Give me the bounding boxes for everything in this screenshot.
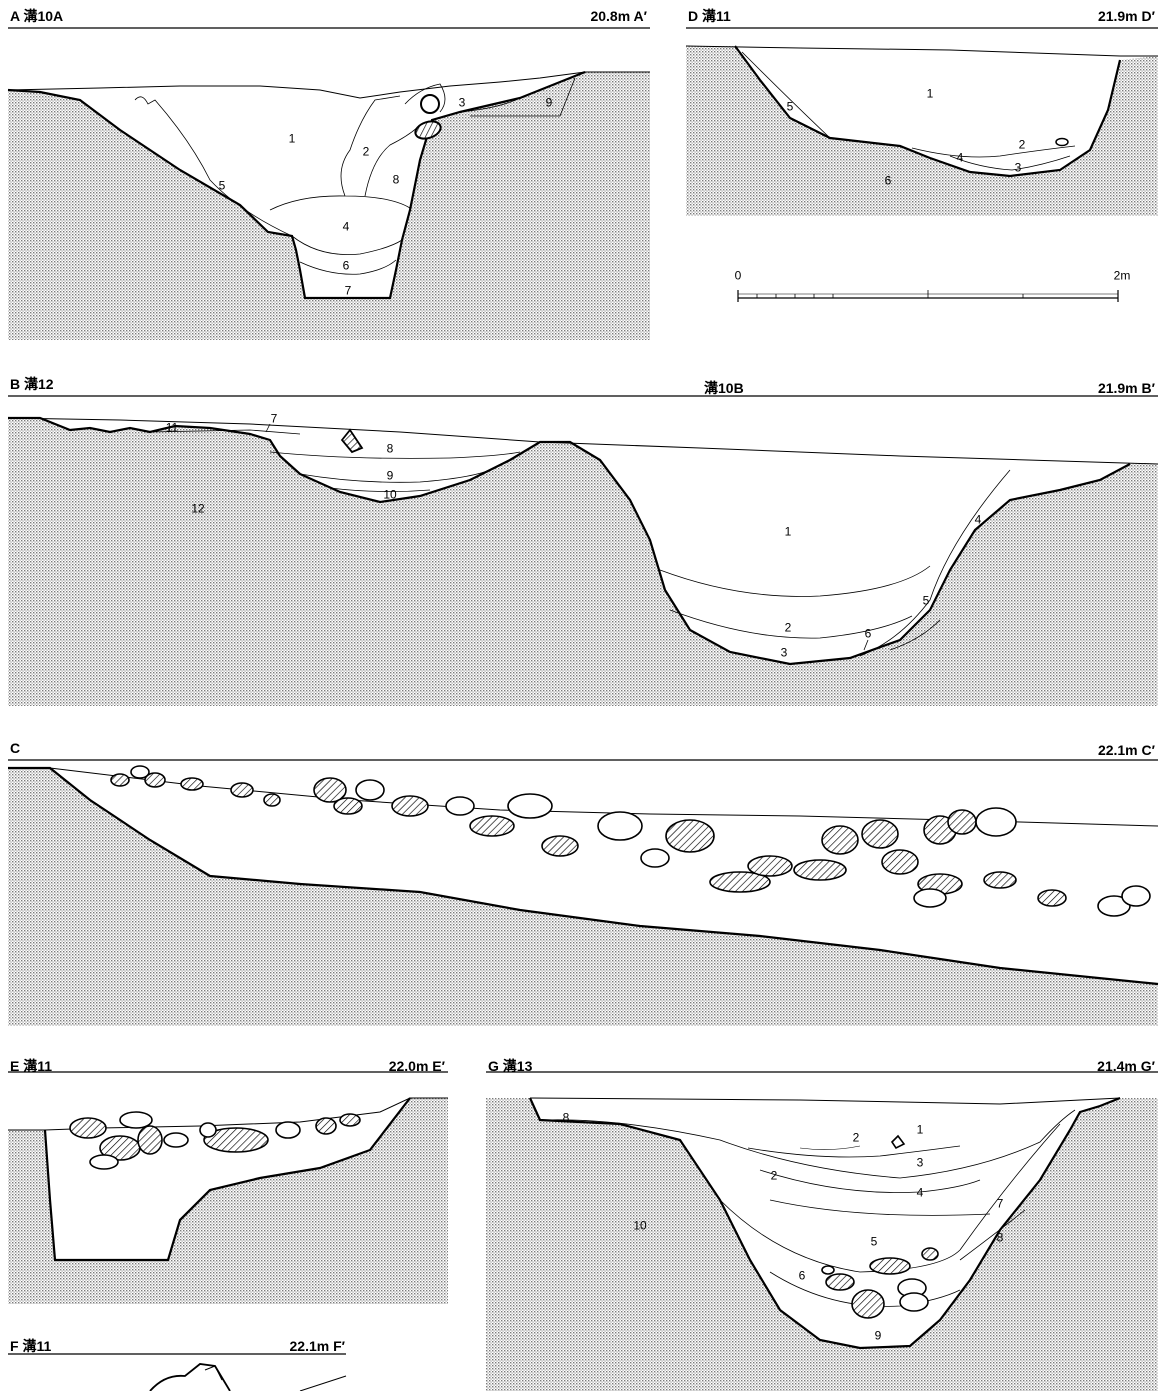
section-b-header-middle: 溝10B: [704, 380, 744, 396]
section-c-cut-line: [8, 766, 1159, 986]
section-g-drawing: [486, 1071, 1158, 1391]
scale-bar: [737, 290, 1119, 302]
section-e-cut-line: [43, 1097, 411, 1262]
section-c-soil: [8, 768, 1158, 1026]
section-g-layer-label: 8: [996, 1230, 1004, 1245]
section-b-layer-label: 1: [784, 524, 792, 539]
section-a-drawing: [7, 27, 650, 340]
section-d-layer-label: 2: [1018, 137, 1026, 152]
section-f-header-right: 22.1m F′: [289, 1338, 346, 1354]
section-a-surface: [7, 71, 650, 99]
section-a-layer-label: 5: [218, 178, 226, 193]
section-b-layer-label: 2: [784, 620, 792, 635]
section-g-layer-label: 9: [874, 1328, 882, 1343]
section-g-layer-label: 2: [852, 1130, 860, 1145]
section-b-header-right: 21.9m B′: [1097, 380, 1155, 396]
section-g-layer-label: 2: [770, 1168, 778, 1183]
section-e-header-right: 22.0m E′: [388, 1058, 445, 1074]
section-g-layer-label: 1: [916, 1122, 924, 1137]
section-d-surface: [685, 45, 1158, 57]
section-g-stone-cluster: [821, 1134, 939, 1319]
section-a-layer-label: 1: [288, 131, 296, 146]
section-a-layer-label: 4: [342, 219, 350, 234]
section-a-header-right: 20.8m A′: [590, 8, 647, 24]
section-c-header-left: C: [10, 740, 21, 756]
section-g-layer-label: 10: [633, 1218, 647, 1233]
section-a-layer-label: 3: [458, 95, 466, 110]
section-g-layer-label: 5: [870, 1234, 878, 1249]
section-b-layer-label: 3: [780, 645, 788, 660]
section-b-layer-label: 11: [165, 420, 179, 435]
section-f-header-left: F 溝11: [10, 1338, 52, 1354]
section-d-layer-label: 6: [884, 173, 892, 188]
section-a-layer-label: 9: [545, 95, 553, 110]
section-g-cut-line: [528, 1096, 1121, 1350]
section-b-layer-label: 5: [922, 593, 930, 608]
section-g-header-left: G 溝13: [488, 1058, 533, 1074]
section-b-layer-label: 4: [974, 512, 982, 527]
section-e-soil: [8, 1098, 448, 1304]
section-a-layer-label: 7: [344, 283, 352, 298]
section-e-header-left: E 溝11: [10, 1058, 53, 1074]
section-a-cut-line: [7, 70, 586, 300]
section-a-layer-label: 6: [342, 258, 350, 273]
section-g-layer-label: 3: [916, 1155, 924, 1170]
section-b-stone: [340, 428, 364, 454]
section-a-layer-label: 8: [392, 172, 400, 187]
section-g-layer-label: 8: [562, 1110, 570, 1125]
section-d-header-left: D 溝11: [688, 8, 731, 24]
section-c-stone-cluster: [110, 765, 1151, 917]
section-d-header-right: 21.9m D′: [1097, 8, 1155, 24]
section-b-layer-label: 6: [864, 626, 872, 641]
section-a-stone: [414, 120, 442, 140]
section-b-soil: [8, 418, 1158, 706]
section-g-layer-label: 4: [916, 1185, 924, 1200]
section-a-soil: [8, 72, 650, 340]
section-g-layer-label: 6: [798, 1268, 806, 1283]
section-d-cut-line: [734, 45, 1122, 178]
section-d-drawing: [685, 27, 1158, 216]
section-c-header-right: 22.1m C′: [1097, 742, 1155, 758]
section-b-layer-label: 10: [383, 487, 397, 502]
section-c-drawing: [8, 759, 1159, 1026]
section-b-layer-label: 12: [191, 501, 205, 516]
section-e-surface: [8, 1097, 448, 1131]
section-g-header-right: 21.4m G′: [1097, 1058, 1155, 1074]
section-g-layer-label: 7: [996, 1196, 1004, 1211]
section-g-surface: [529, 1097, 1121, 1105]
section-e-drawing: [8, 1071, 448, 1304]
section-a-header-left: A 溝10A: [10, 8, 64, 24]
section-c-surface: [49, 767, 1159, 827]
section-b-cut-line: [8, 416, 1131, 666]
section-a-layer-label: 2: [362, 144, 370, 159]
section-b-header-left: B 溝12: [10, 376, 54, 392]
section-b-surface: [7, 417, 1159, 465]
section-g-soil: [486, 1098, 1158, 1391]
section-a-stone: [420, 94, 440, 114]
section-d-layer-label: 5: [786, 99, 794, 114]
section-f-drawing: [8, 1353, 347, 1391]
section-d-layer-label: 4: [956, 150, 964, 165]
section-d-stone: [1055, 137, 1069, 147]
section-e-stone-cluster: [69, 1111, 361, 1170]
section-b-layer-label: 7: [270, 411, 278, 426]
section-b-layer-label: 9: [386, 468, 394, 483]
scale-label-end: 2m: [1113, 268, 1131, 283]
scale-label-start: 0: [734, 268, 742, 283]
section-d-soil: [686, 46, 1158, 216]
section-b-drawing: [7, 395, 1159, 706]
section-b-layer-label: 8: [386, 441, 394, 456]
section-d-layer-label: 3: [1014, 160, 1022, 175]
section-d-layer-label: 1: [926, 86, 934, 101]
